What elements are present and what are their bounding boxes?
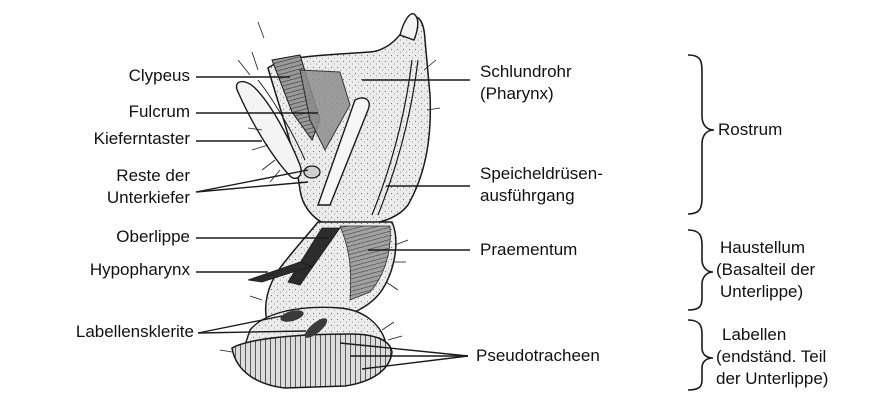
brace-haustellum — [688, 230, 713, 310]
label-reste-line1: Reste der — [30, 166, 190, 186]
label-praementum: Praementum — [480, 240, 577, 260]
label-hypopharynx: Hypopharynx — [20, 260, 190, 280]
label-speichel-line1: Speicheldrüsen- — [480, 164, 603, 184]
group-label-labellen-line2: (endständ. Teil — [716, 347, 826, 367]
label-fulcrum: Fulcrum — [60, 102, 190, 122]
label-clypeus: Clypeus — [60, 66, 190, 86]
group-label-labellen-line3: der Unterlippe) — [716, 369, 828, 389]
rostrum-drawing — [236, 14, 440, 224]
label-speichel-line2: ausführgang — [480, 186, 575, 206]
group-label-haustellum-line3: Unterlippe) — [720, 282, 803, 302]
group-label-haustellum-line1: Haustellum — [720, 238, 805, 258]
group-label-labellen-line1: Labellen — [722, 325, 786, 345]
rostrum-tip — [400, 14, 418, 40]
label-schlundrohr-line2: (Pharynx) — [480, 84, 554, 104]
label-reste-line2: Unterkiefer — [30, 188, 190, 208]
brace-rostrum — [688, 55, 714, 214]
labellum-pad — [232, 334, 392, 388]
labellen-drawing — [220, 307, 402, 388]
group-label-rostrum: Rostrum — [718, 120, 782, 140]
group-braces — [688, 55, 714, 390]
label-schlundrohr-line1: Schlundrohr — [480, 62, 572, 82]
label-pseudotracheen: Pseudotracheen — [476, 346, 600, 366]
leader-reste-1 — [196, 170, 308, 192]
label-kieferntaster: Kieferntaster — [30, 129, 190, 149]
label-oberlippe: Oberlippe — [30, 227, 190, 247]
brace-labellen — [688, 320, 713, 390]
group-label-haustellum-line2: (Basalteil der — [716, 260, 815, 280]
maxilla-remnant — [304, 166, 320, 178]
label-labellensklerite: Labellensklerite — [4, 322, 194, 342]
leader-reste-2 — [196, 182, 308, 192]
